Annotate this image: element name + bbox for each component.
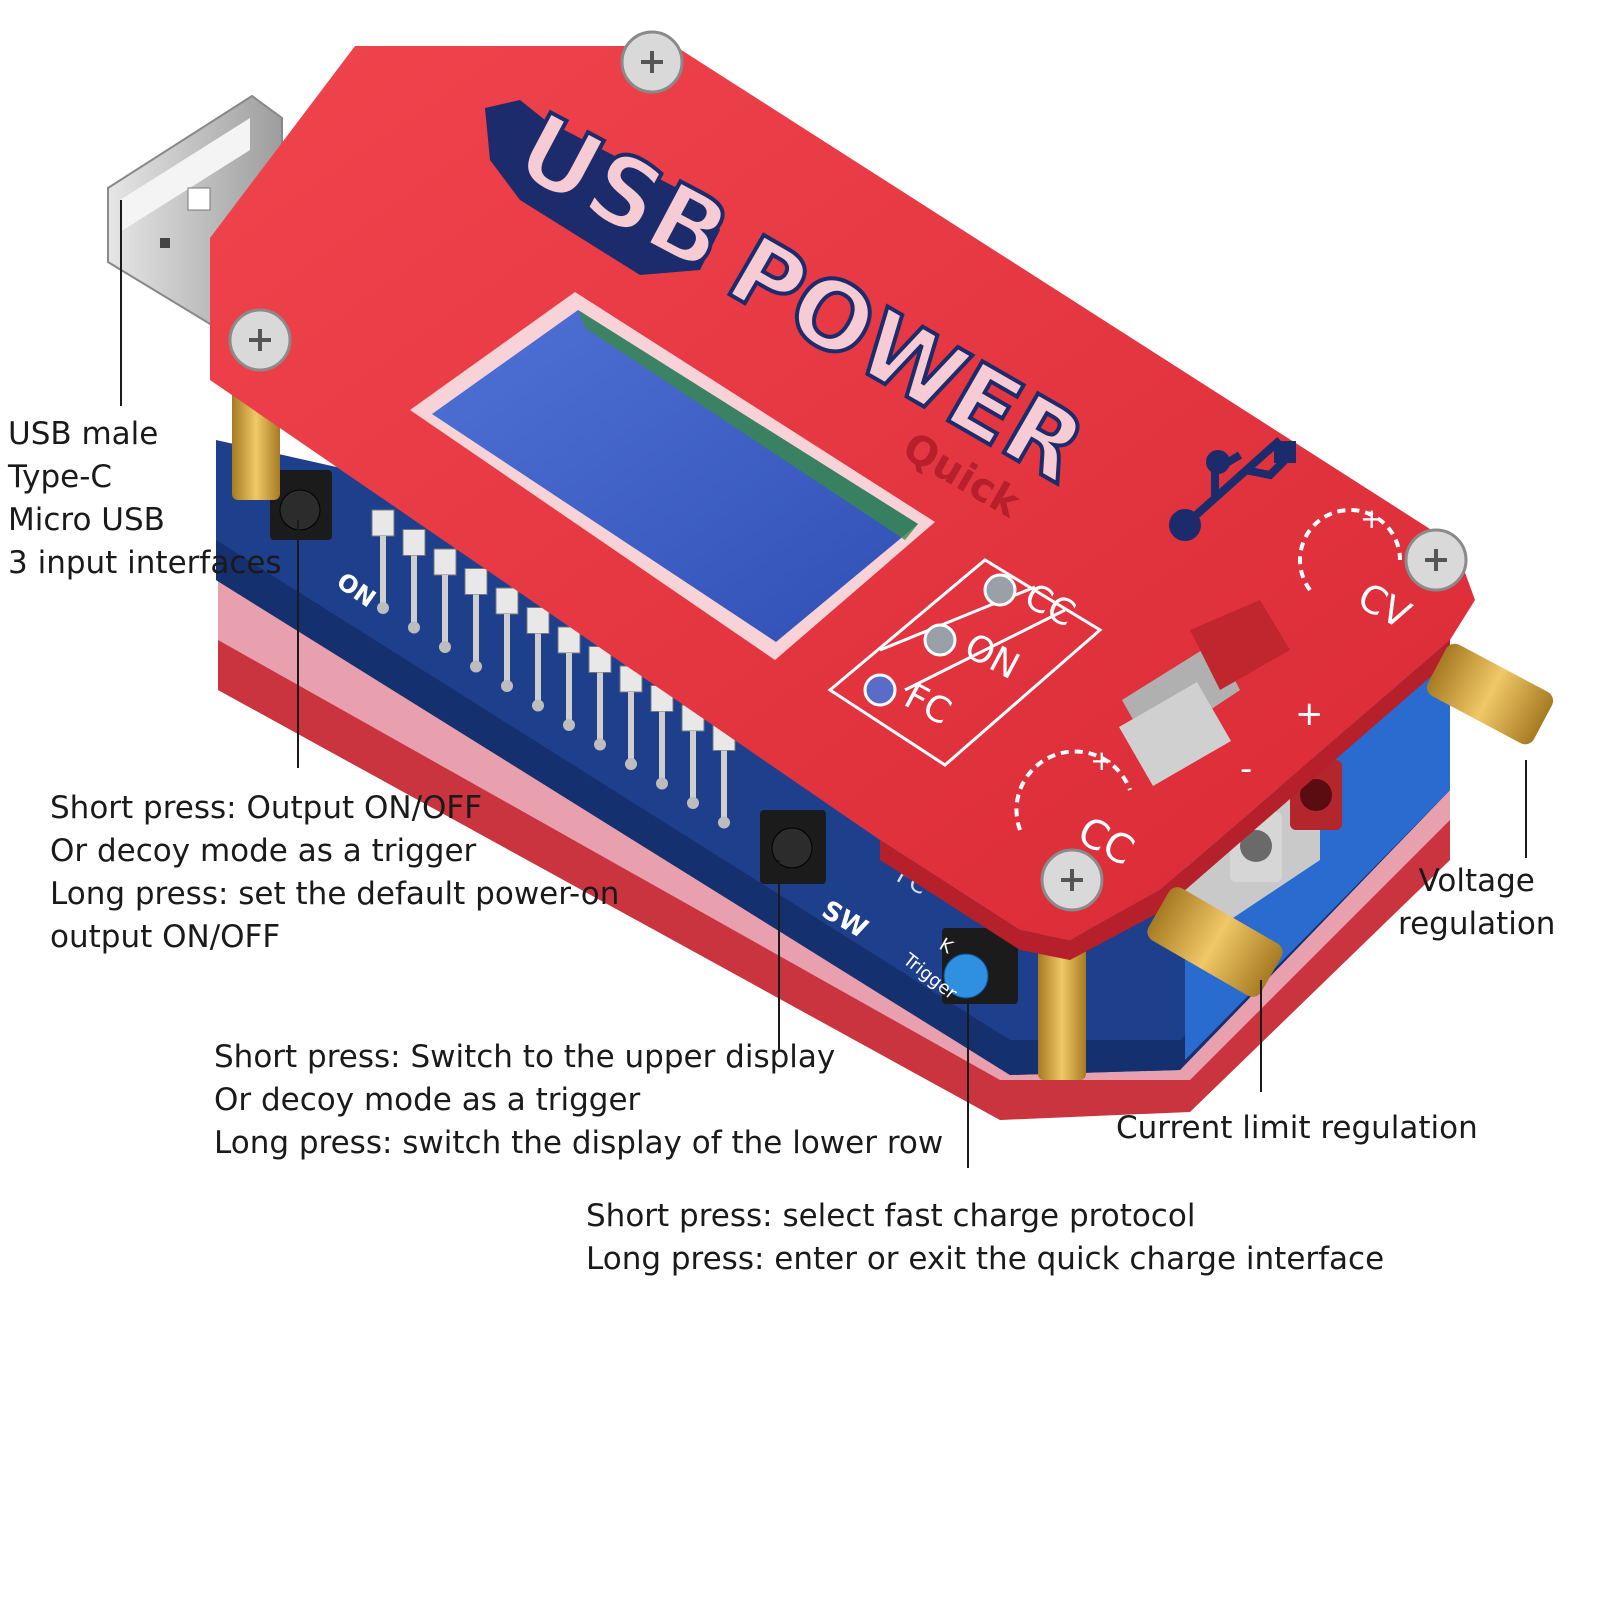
callout-voltage: Voltage regulation — [1398, 860, 1555, 946]
header-pin — [526, 607, 550, 712]
callout-line: 3 input interfaces — [8, 545, 282, 581]
callout-line: Micro USB — [8, 502, 165, 538]
terminal-plus: + — [1295, 694, 1324, 734]
leader-line-voltage — [1525, 760, 1527, 858]
header-pin — [557, 626, 581, 731]
leader-line-current — [1260, 980, 1262, 1092]
callout-on-button: Short press: Output ON/OFF Or decoy mode… — [50, 787, 619, 959]
leader-line-fc — [967, 1000, 969, 1168]
leader-line-usb — [120, 200, 122, 406]
header-pin — [402, 529, 426, 634]
pot-cc-plus: + — [1090, 744, 1113, 777]
callout-line: Current limit regulation — [1116, 1110, 1478, 1146]
leader-line-sw — [778, 860, 780, 1050]
lcd-screen — [410, 292, 935, 660]
callout-line: Long press: enter or exit the quick char… — [586, 1241, 1385, 1277]
screw — [228, 308, 292, 372]
callout-line: Long press: set the default power-on — [50, 876, 620, 912]
leader-line-on — [297, 520, 299, 768]
header-pin — [371, 509, 395, 614]
header-pin — [495, 587, 519, 692]
callout-line: regulation — [1398, 906, 1556, 942]
screw — [1040, 848, 1104, 912]
pot-cv-plus: + — [1360, 502, 1383, 535]
cv-potentiometer-knob[interactable] — [1423, 640, 1556, 748]
pin-header — [371, 509, 736, 829]
header-pin — [619, 665, 643, 770]
callout-line: Short press: select fast charge protocol — [586, 1198, 1196, 1234]
callout-fc-button: Short press: select fast charge protocol… — [586, 1195, 1384, 1281]
screw — [620, 30, 684, 94]
header-pin — [464, 568, 488, 673]
fc-button[interactable] — [942, 928, 1018, 1004]
callout-line: Voltage — [1418, 863, 1535, 899]
callout-line: USB male — [8, 416, 159, 452]
lever-connector — [1119, 600, 1290, 786]
callout-line: Short press: Output ON/OFF — [50, 790, 483, 826]
terminal-minus: - — [1240, 749, 1252, 789]
callout-usb-input: USB male Type-C Micro USB 3 input interf… — [8, 413, 282, 585]
cc-potentiometer-knob[interactable] — [1144, 884, 1287, 1001]
usb-symbol-icon — [1169, 437, 1296, 541]
sw-button[interactable] — [760, 810, 826, 884]
callout-line: Or decoy mode as a trigger — [50, 833, 477, 869]
header-pin — [588, 646, 612, 751]
plate-screws — [228, 30, 1468, 912]
callout-line: Short press: Switch to the upper display — [214, 1039, 836, 1075]
screw — [1404, 528, 1468, 592]
callout-current: Current limit regulation — [1116, 1107, 1478, 1150]
callout-line: output ON/OFF — [50, 919, 281, 955]
callout-line: Type-C — [8, 459, 113, 495]
callout-sw-button: Short press: Switch to the upper display… — [214, 1036, 943, 1165]
callout-line: Or decoy mode as a trigger — [214, 1082, 641, 1118]
callout-line: Long press: switch the display of the lo… — [214, 1125, 944, 1161]
on-button[interactable] — [270, 470, 332, 540]
header-pin — [433, 548, 457, 653]
